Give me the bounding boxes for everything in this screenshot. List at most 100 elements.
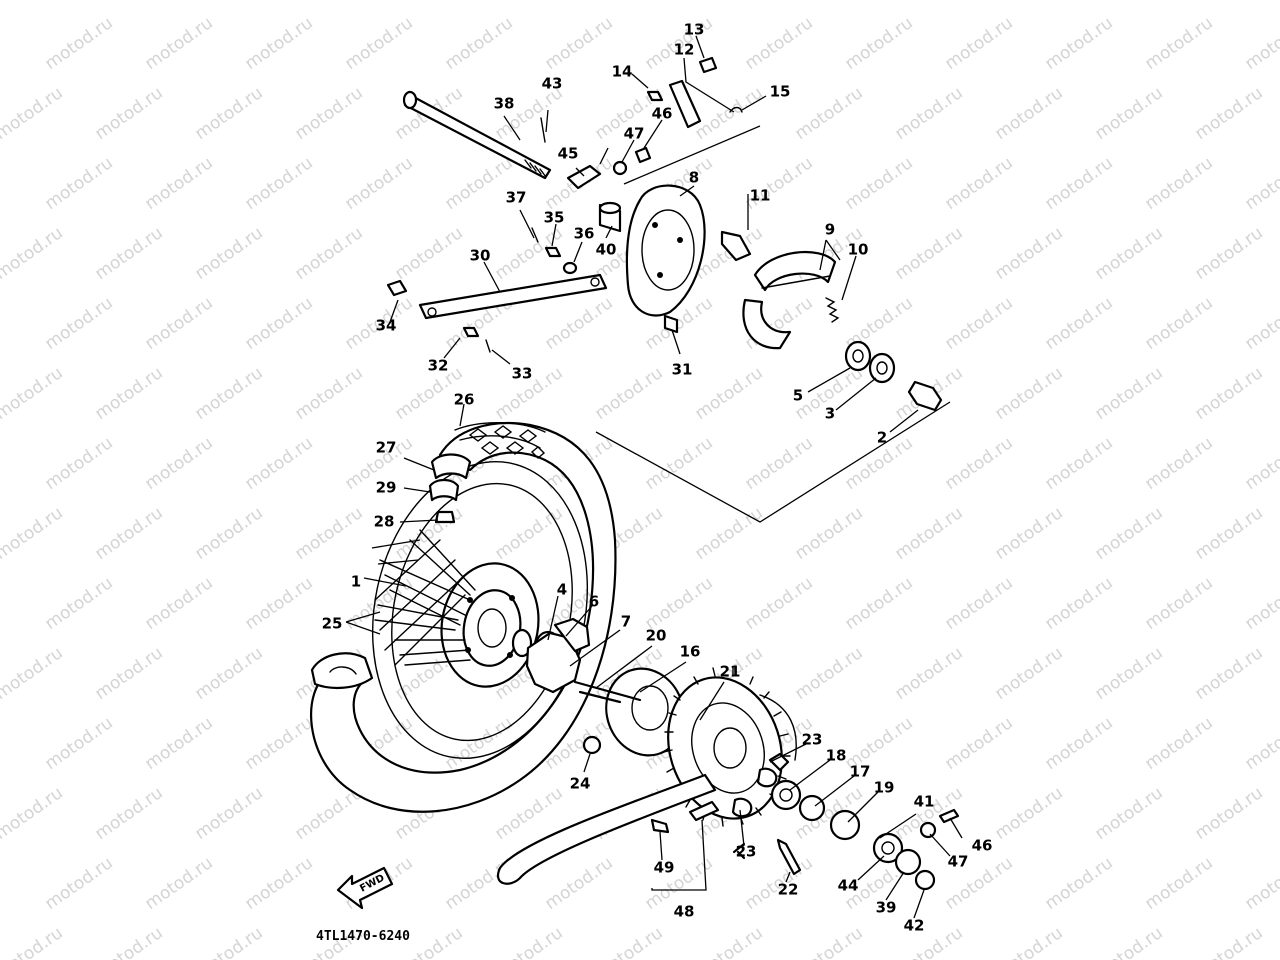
watermark-text: motod.ru: [991, 783, 1066, 844]
watermark-text: motod.ru: [0, 923, 67, 960]
brake-plate-assembly: [598, 184, 943, 412]
watermark-text: motod.ru: [1091, 83, 1166, 144]
part-label-34: 34: [376, 317, 397, 335]
part-label-22: 22: [778, 881, 799, 899]
watermark-text: motod.ru: [1041, 713, 1116, 774]
watermark-text: motod.ru: [591, 0, 666, 4]
part-label-42: 42: [904, 917, 925, 935]
watermark-text: motod.ru: [91, 503, 166, 564]
watermark-text: motod.ru: [191, 503, 266, 564]
watermark-text: motod.ru: [1091, 363, 1166, 424]
watermark-text: motod.ru: [941, 433, 1016, 494]
watermark-text: motod.ru: [291, 363, 366, 424]
part-label-16: 16: [680, 643, 701, 661]
watermark-text: motod.ru: [791, 83, 866, 144]
watermark-text: motod.ru: [91, 83, 166, 144]
watermark-text: motod.ru: [1091, 503, 1166, 564]
watermark-text: motod.ru: [1191, 783, 1266, 844]
watermark-text: motod.ru: [1041, 293, 1116, 354]
watermark-text: motod.ru: [341, 13, 416, 74]
part-label-43: 43: [542, 75, 563, 93]
part-label-17: 17: [850, 763, 871, 781]
watermark-text: motod.ru: [1191, 503, 1266, 564]
watermark-text: motod.ru: [791, 503, 866, 564]
watermark-text: motod.ru: [1241, 853, 1280, 914]
part-label-49: 49: [654, 859, 675, 877]
part-label-23b: 23: [736, 843, 757, 861]
part-label-7: 7: [621, 613, 631, 631]
watermark-text: motod.ru: [1041, 573, 1116, 634]
watermark-text: motod.ru: [891, 0, 966, 4]
part-label-35: 35: [544, 209, 565, 227]
watermark-text: motod.ru: [791, 643, 866, 704]
part-label-24: 24: [570, 775, 591, 793]
watermark-text: motod.ru: [1091, 923, 1166, 960]
watermark-text: motod.ru: [691, 0, 766, 4]
watermark-text: motod.ru: [141, 153, 216, 214]
watermark-text: motod.ru: [1041, 433, 1116, 494]
watermark-text: motod.ru: [1091, 643, 1166, 704]
watermark-text: motod.ru: [441, 13, 516, 74]
watermark-text: motod.ru: [941, 13, 1016, 74]
watermark-text: motod.ru: [741, 573, 816, 634]
watermark-text: motod.ru: [0, 0, 67, 4]
part-label-44: 44: [838, 877, 859, 895]
watermark-text: motod.ru: [541, 853, 616, 914]
forward-direction-arrow: FWD: [336, 866, 394, 910]
watermark-text: motod.ru: [1191, 363, 1266, 424]
watermark-text: motod.ru: [1091, 223, 1166, 284]
watermark-text: motod.ru: [1141, 153, 1216, 214]
watermark-text: motod.ru: [41, 573, 116, 634]
part-label-47b: 47: [948, 853, 969, 871]
hub-damper-and-sprocket-assembly: [497, 617, 960, 891]
watermark-text: motod.ru: [91, 223, 166, 284]
part-label-41: 41: [914, 793, 935, 811]
watermark-text: motod.ru: [991, 363, 1066, 424]
part-label-29: 29: [376, 479, 397, 497]
watermark-text: motod.ru: [641, 573, 716, 634]
watermark-text: motod.ru: [41, 713, 116, 774]
torque-rod-and-lever: [386, 56, 743, 353]
watermark-text: motod.ru: [891, 643, 966, 704]
watermark-text: motod.ru: [1191, 0, 1266, 4]
rear-axle: [402, 90, 552, 180]
watermark-text: motod.ru: [91, 923, 166, 960]
part-label-10: 10: [848, 241, 869, 259]
watermark-text: motod.ru: [191, 223, 266, 284]
watermark-text: motod.ru: [241, 293, 316, 354]
part-label-20: 20: [646, 627, 667, 645]
part-label-48: 48: [674, 903, 695, 921]
watermark-text: motod.ru: [91, 363, 166, 424]
watermark-text: motod.ru: [1141, 293, 1216, 354]
wheel-hub-and-spokes: [374, 529, 564, 688]
watermark-text: motod.ru: [491, 0, 566, 4]
watermark-text: motod.ru: [1191, 83, 1266, 144]
part-label-36: 36: [574, 225, 595, 243]
part-label-12: 12: [674, 41, 695, 59]
part-label-38: 38: [494, 95, 515, 113]
part-label-23a: 23: [802, 731, 823, 749]
watermark-text: motod.ru: [491, 923, 566, 960]
watermark-text: motod.ru: [691, 923, 766, 960]
watermark-text: motod.ru: [91, 783, 166, 844]
watermark-text: motod.ru: [1141, 433, 1216, 494]
watermark-text: motod.ru: [0, 223, 67, 284]
part-label-47: 47: [624, 125, 645, 143]
watermark-text: motod.ru: [941, 293, 1016, 354]
watermark-text: motod.ru: [1141, 573, 1216, 634]
watermark-text: motod.ru: [991, 223, 1066, 284]
leader-lines: [345, 35, 963, 919]
watermark-text: motod.ru: [841, 573, 916, 634]
watermark-text: motod.ru: [1041, 153, 1116, 214]
watermark-text: motod.ru: [241, 433, 316, 494]
watermark-text: motod.ru: [491, 503, 566, 564]
watermark-text: motod.ru: [841, 13, 916, 74]
watermark-text: motod.ru: [1041, 13, 1116, 74]
watermark-text: motod.ru: [891, 83, 966, 144]
watermark-text: motod.ru: [1091, 783, 1166, 844]
part-label-6: 6: [589, 593, 599, 611]
watermark-text: motod.ru: [391, 223, 466, 284]
watermark-text: motod.ru: [291, 83, 366, 144]
part-label-8: 8: [689, 169, 699, 187]
watermark-text: motod.ru: [191, 923, 266, 960]
